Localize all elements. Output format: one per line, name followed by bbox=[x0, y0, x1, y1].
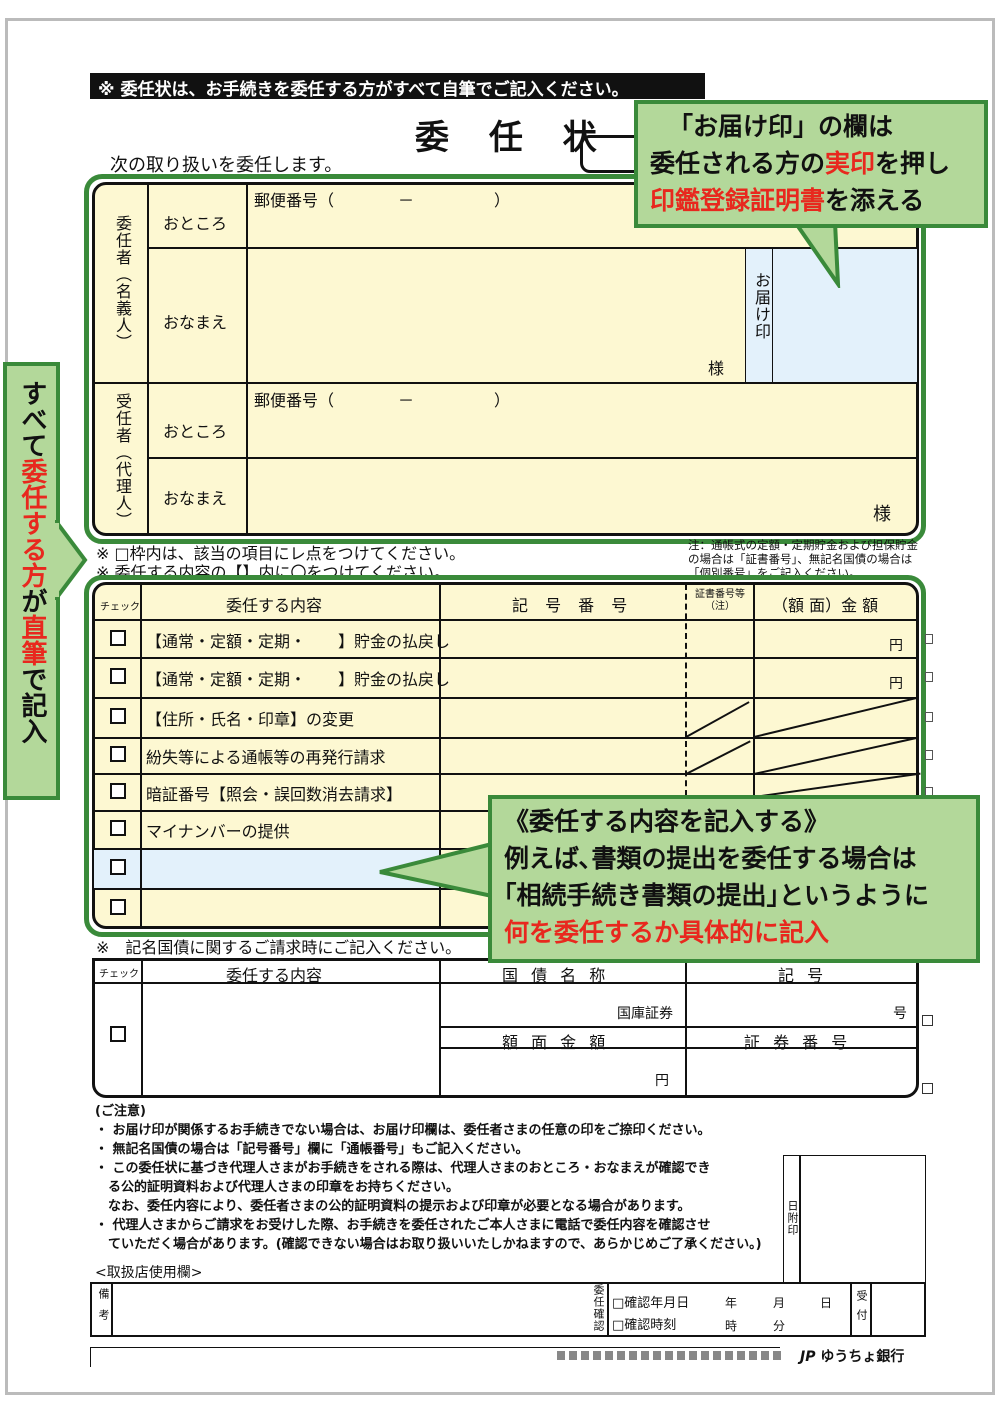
bond-note: ※ 記名国債に関するご請求時にご記入ください。 bbox=[96, 938, 462, 957]
seal-area[interactable] bbox=[773, 249, 917, 383]
agent-postal-field[interactable]: 郵便番号（ － ） bbox=[254, 391, 511, 410]
row-content: 【通常・定額・定期・ 】貯金の払戻し bbox=[146, 631, 451, 651]
caution-section: (ご注意) ・ お届け印が関係するお手続きでない場合は、お届け印欄は、委任者さま… bbox=[95, 1104, 762, 1252]
bond-header-symbol: 記 号 bbox=[778, 966, 828, 985]
remarks-label: 備考 bbox=[97, 1288, 110, 1330]
branch-use-title: <取扱店使用欄> bbox=[95, 1265, 203, 1281]
confirm-label: 委任確認 bbox=[592, 1284, 605, 1332]
row-checkbox[interactable] bbox=[110, 668, 126, 684]
row-content: 暗証番号【照会・誤回数消去請求】 bbox=[146, 784, 403, 804]
bottom-callout: 《委任する内容を記入する》 例えば､書類の提出を委任する場合は ｢相続手続き書類… bbox=[488, 795, 980, 963]
month-label: 月 bbox=[773, 1296, 786, 1310]
row-content: 紛失等による通帳等の再発行請求 bbox=[146, 748, 386, 767]
principal-name-label: おなまえ bbox=[163, 313, 228, 332]
row-checkbox[interactable] bbox=[110, 708, 126, 724]
intro-text: 次の取り扱いを委任します。 bbox=[110, 155, 343, 176]
row-checkbox[interactable] bbox=[110, 782, 126, 799]
row-checkbox[interactable] bbox=[110, 746, 126, 762]
hour-label: 時 bbox=[725, 1319, 738, 1333]
principal-postal-field[interactable]: 郵便番号（ － ） bbox=[254, 191, 511, 210]
blank-row-highlight bbox=[94, 848, 440, 888]
row-content: 【住所・氏名・印章】の変更 bbox=[146, 710, 355, 729]
date-stamp-box bbox=[783, 1155, 926, 1283]
row-content: 【通常・定額・定期・ 】貯金の払戻し bbox=[146, 670, 451, 689]
principal-address-label: おところ bbox=[163, 214, 228, 233]
bond-checkbox[interactable] bbox=[110, 1026, 126, 1042]
row-amount-unit: 円 bbox=[889, 637, 903, 654]
top-callout-pointer bbox=[792, 222, 841, 288]
header-amount: （額 面）金 額 bbox=[772, 596, 879, 615]
branch-use-table bbox=[90, 1282, 926, 1337]
day-label: 日 bbox=[820, 1296, 833, 1310]
face-amount-label: 額 面 金 額 bbox=[502, 1033, 610, 1052]
logo: JP ゆうちょ銀行 bbox=[800, 1349, 905, 1365]
received-label: 受付 bbox=[855, 1290, 868, 1328]
agent-sama: 様 bbox=[873, 504, 891, 525]
year-label: 年 bbox=[725, 1296, 738, 1310]
page-title: 委 任 状 bbox=[415, 118, 611, 158]
bond-header-check: チェック bbox=[99, 969, 139, 980]
side-note: 注：通帳式の定額・定期貯金および担保貯金の場合は「証書番号」、無記名国債の場合は… bbox=[688, 538, 918, 580]
row-content: マイナンバーの提供 bbox=[146, 822, 290, 841]
agent-label: 受任者（代理人） bbox=[113, 393, 132, 529]
header-symbol-number: 記 号 番 号 bbox=[512, 596, 634, 615]
principal-name-field[interactable] bbox=[250, 250, 740, 380]
header-check: チェック bbox=[100, 602, 140, 613]
bond-header-name: 国 債 名 称 bbox=[502, 966, 610, 985]
header-cert-number: 証書番号等（注） bbox=[695, 589, 745, 612]
agent-address-label: おところ bbox=[163, 422, 228, 441]
jp-bank-icon: JP bbox=[800, 1349, 816, 1365]
row-checkbox[interactable] bbox=[110, 859, 126, 875]
highlight-outline bbox=[84, 174, 926, 544]
principal-sama: 様 bbox=[708, 359, 725, 378]
side-banner-pointer bbox=[55, 520, 88, 600]
treasury-label: 国庫証券 bbox=[617, 1006, 673, 1022]
agent-name-label: おなまえ bbox=[163, 489, 228, 508]
barcode bbox=[557, 1351, 782, 1360]
instruction-banner: ※ 委任状は、お手続きを委任する方がすべて自筆でご記入ください。 bbox=[90, 73, 705, 100]
cert-number-label: 証 券 番 号 bbox=[744, 1033, 852, 1052]
top-callout: 「お届け印」の欄は 委任される方の実印を押し 印鑑登録証明書を添える bbox=[634, 100, 988, 228]
seal-label-cell bbox=[745, 249, 773, 383]
confirm-date-checkbox[interactable]: □確認年月日 bbox=[612, 1296, 690, 1311]
confirm-time-checkbox[interactable]: □確認時刻 bbox=[612, 1318, 677, 1333]
row-checkbox[interactable] bbox=[110, 899, 126, 915]
side-banner-text: すべて委任する方が直筆で記入 bbox=[17, 380, 47, 744]
bond-header-content: 委任する内容 bbox=[226, 966, 323, 985]
bottom-callout-pointer bbox=[379, 841, 494, 899]
row-checkbox[interactable] bbox=[110, 629, 126, 646]
minute-label: 分 bbox=[773, 1319, 786, 1333]
go-label: 号 bbox=[893, 1006, 907, 1022]
note-check: ※ □枠内は、該当の項目にレ点をつけてください。 bbox=[96, 544, 466, 563]
principal-label: 委任者（名義人） bbox=[113, 215, 132, 351]
header-content: 委任する内容 bbox=[226, 596, 323, 615]
row-amount-unit: 円 bbox=[889, 676, 903, 692]
date-stamp-label: 日附印 bbox=[786, 1200, 799, 1236]
row-checkbox[interactable] bbox=[110, 820, 126, 836]
seal-label: お届け印 bbox=[752, 272, 771, 340]
en-label: 円 bbox=[655, 1073, 669, 1089]
